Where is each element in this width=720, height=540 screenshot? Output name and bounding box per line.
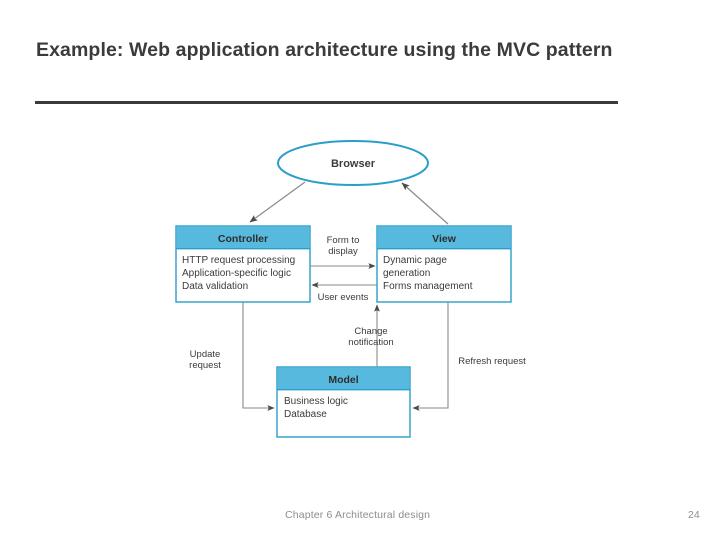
controller-item-0: HTTP request processing bbox=[182, 255, 295, 266]
node-view[interactable]: View Dynamic page generation Forms manag… bbox=[376, 225, 512, 303]
connector-browser-to-controller bbox=[249, 181, 306, 223]
model-item-1: Database bbox=[284, 409, 327, 420]
label-update-request-line1: Update bbox=[190, 349, 221, 360]
connector-controller-to-model bbox=[242, 302, 275, 411]
controller-item-1: Application-specific logic bbox=[182, 268, 291, 279]
view-title: View bbox=[432, 233, 457, 245]
label-refresh-request: Refresh request bbox=[458, 356, 526, 367]
controller-item-2: Data validation bbox=[182, 281, 248, 292]
label-form-to-display-line2: display bbox=[328, 246, 358, 257]
footer-chapter-label: Chapter 6 Architectural design bbox=[285, 509, 431, 521]
node-controller[interactable]: Controller HTTP request processing Appli… bbox=[175, 225, 311, 303]
view-item-1: generation bbox=[383, 268, 430, 279]
view-item-0: Dynamic page bbox=[383, 255, 447, 266]
connector-view-to-model bbox=[412, 302, 449, 411]
view-header-fill bbox=[377, 226, 511, 249]
label-change-notification-line1: Change bbox=[354, 326, 387, 337]
view-item-2: Forms management bbox=[383, 281, 473, 292]
title-divider bbox=[35, 101, 618, 104]
model-header-fill bbox=[277, 367, 410, 390]
connector-view-to-browser bbox=[401, 182, 449, 225]
browser-ellipse-shape bbox=[277, 140, 429, 186]
label-user-events: User events bbox=[318, 292, 369, 303]
page-title: Example: Web application architecture us… bbox=[36, 39, 613, 61]
controller-title: Controller bbox=[218, 233, 268, 245]
model-title: Model bbox=[328, 374, 358, 386]
controller-header-fill bbox=[176, 226, 310, 249]
label-change-notification-line2: notification bbox=[348, 337, 393, 348]
browser-label: Browser bbox=[331, 158, 376, 170]
label-update-request-line2: request bbox=[189, 360, 221, 371]
node-model[interactable]: Model Business logic Database bbox=[276, 366, 411, 438]
model-item-0: Business logic bbox=[284, 396, 348, 407]
node-browser[interactable]: Browser bbox=[277, 140, 429, 186]
footer-page-number: 24 bbox=[688, 509, 700, 521]
label-form-to-display-line1: Form to bbox=[327, 235, 360, 246]
